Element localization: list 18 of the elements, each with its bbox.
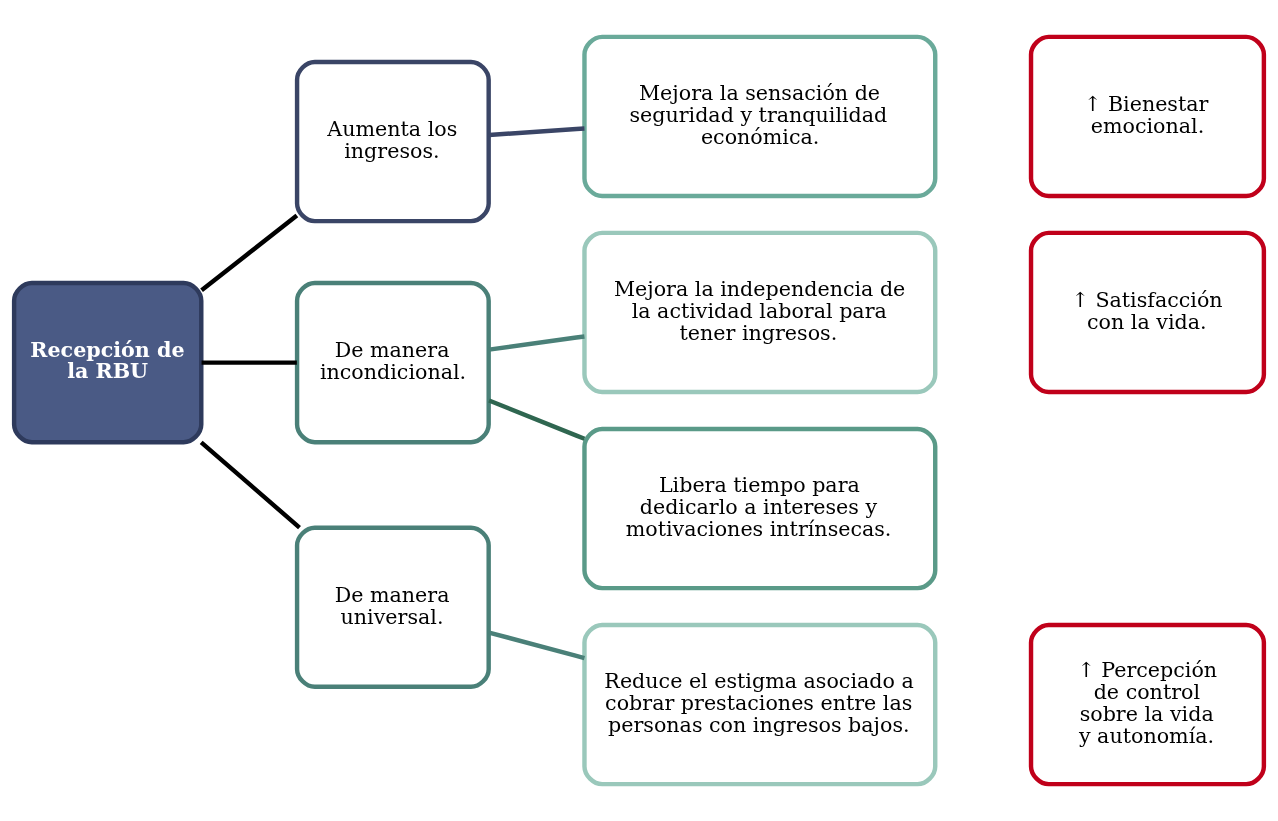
- node-box: Recepción de la RBU: [11, 280, 204, 445]
- node-box: ↑ Bienestar emocional.: [1028, 34, 1267, 199]
- node-box: De manera incondicional.: [294, 280, 491, 445]
- node-box: Aumenta los ingresos.: [294, 59, 491, 224]
- node-box: Libera tiempo para dedicarlo a intereses y motivaciones intrínsecas.: [582, 426, 938, 591]
- connector: [488, 334, 585, 352]
- connector: [488, 398, 586, 441]
- connector: [199, 440, 301, 530]
- node-box: Mejora la sensación de seguridad y tranquilidad económica.: [582, 34, 938, 199]
- connector: [488, 126, 585, 138]
- node-box: De manera universal.: [294, 525, 491, 690]
- connector: [201, 360, 297, 365]
- node-box: ↑ Satisfacción con la vida.: [1028, 230, 1267, 395]
- node-box: ↑ Percepción de control sobre la vida y autonomía.: [1028, 622, 1267, 787]
- node-box: Reduce el estigma asociado a cobrar prestaciones entre las personas con ingresos bajos.: [582, 622, 938, 787]
- node-box: Mejora la independencia de la actividad laboral para tener ingresos.: [582, 230, 938, 395]
- connector: [488, 630, 585, 661]
- connector: [200, 213, 299, 292]
